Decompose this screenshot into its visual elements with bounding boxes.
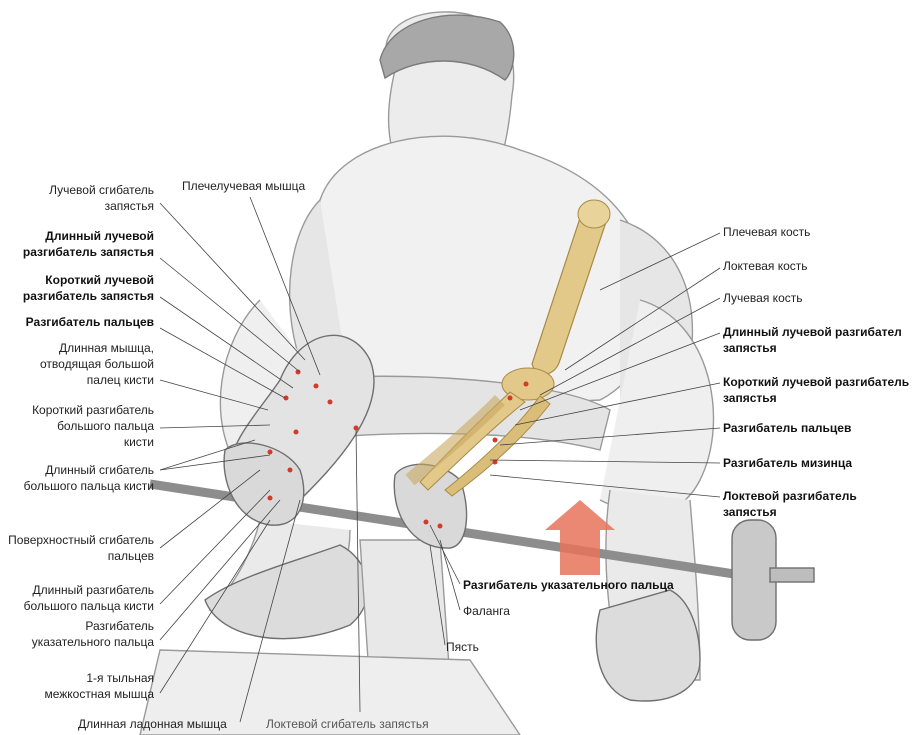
marker [267, 449, 273, 455]
figure-sketch [139, 11, 815, 735]
marker [423, 519, 429, 525]
leader-lines-right [429, 232, 721, 646]
label-palmaris-longus: Длинная ладонная мышца [78, 717, 227, 731]
label-brachioradialis: Плечелучевая мышца [182, 179, 306, 193]
label-ext-digiti-minimi: Разгибатель мизинца [723, 456, 853, 470]
arm-bones [405, 199, 611, 497]
marker [523, 381, 529, 387]
label-flexor-carpi-ulnaris: Локтевой сгибатель запястья [266, 717, 429, 731]
barbell-collar [769, 567, 815, 583]
marker [313, 383, 319, 389]
marker [437, 523, 443, 529]
right-forearm-muscles [405, 395, 505, 486]
marker [267, 495, 273, 501]
marker [283, 395, 289, 401]
label-phalanx: Фаланга [463, 604, 510, 618]
label-ulna: Локтевая кость [723, 259, 808, 273]
label-radius: Лучевая кость [723, 291, 803, 305]
label-ext-indicis-right: Разгибатель указательного пальца [463, 578, 674, 592]
muscle-markers [267, 369, 529, 529]
marker [492, 437, 498, 443]
label-metacarpus: Пясть [446, 640, 479, 654]
label-ext-digitorum-right: Разгибатель пальцев [723, 421, 852, 435]
right-shoe [595, 589, 701, 702]
radius-bone [444, 395, 551, 497]
marker [492, 459, 498, 465]
label-humerus: Плечевая кость [723, 225, 811, 239]
marker [327, 399, 333, 405]
hair [379, 14, 515, 81]
left-hand [223, 442, 305, 526]
lift-direction-arrow [545, 500, 615, 575]
bench-base [139, 649, 521, 735]
marker [295, 369, 301, 375]
marker [507, 395, 513, 401]
marker [287, 467, 293, 473]
label-ext-digitorum: Разгибатель пальцев [25, 315, 154, 329]
marker [293, 429, 299, 435]
marker [353, 425, 359, 431]
humerus-head [577, 199, 611, 229]
leader-lines [159, 196, 361, 723]
